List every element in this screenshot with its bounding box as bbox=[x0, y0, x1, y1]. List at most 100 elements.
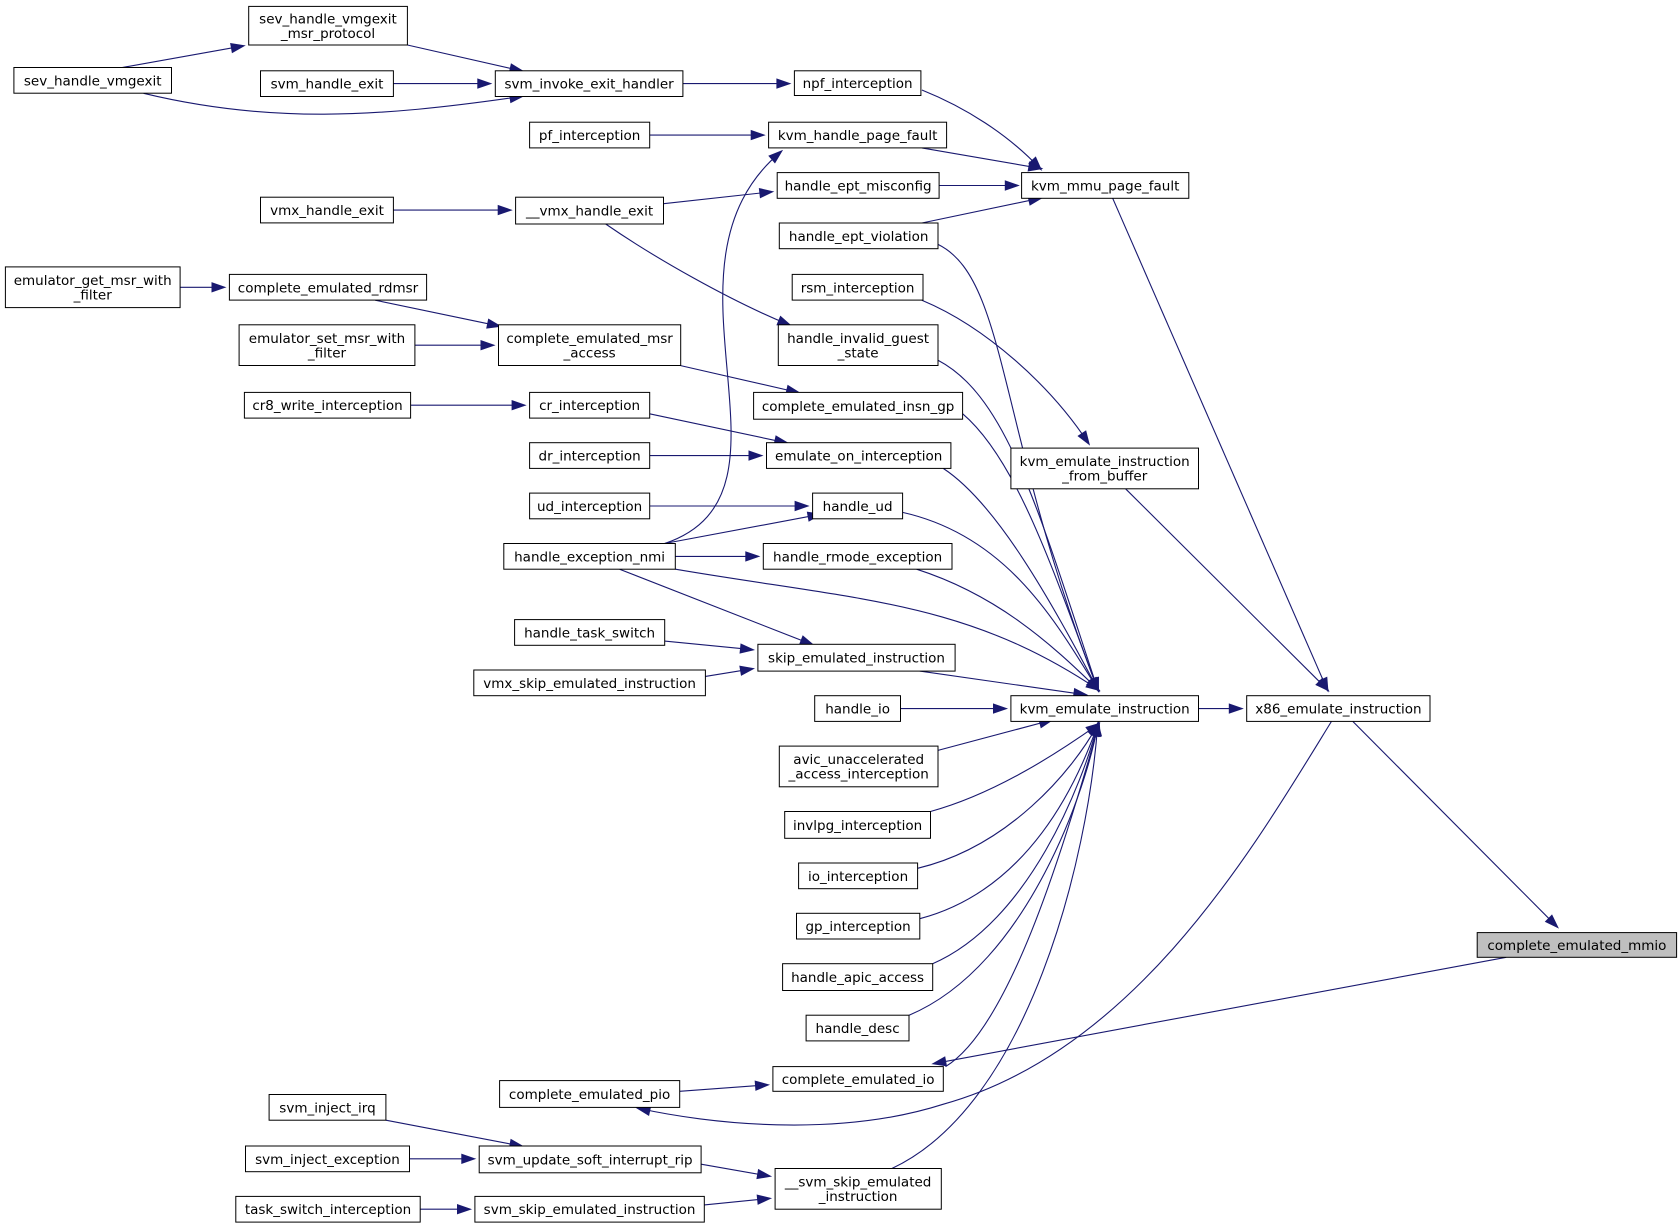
node-handle-ept-violation[interactable]: handle_ept_violation bbox=[778, 222, 939, 250]
node-task-switch-interception[interactable]: task_switch_interception bbox=[235, 1195, 421, 1223]
node-label: svm_update_soft_interrupt_rip bbox=[488, 1152, 693, 1168]
edge-task_switch_interception-to-svm_skip_emulated_instruction bbox=[420, 1203, 473, 1215]
node-kvm-emulate-instruction-from-buffer[interactable]: kvm_emulate_instruction_from_buffer bbox=[1010, 447, 1200, 490]
edge-complete_emulated_mmio-to-complete_emulated_io bbox=[931, 956, 1507, 1067]
node-complete-emulated-rdmsr[interactable]: complete_emulated_rdmsr bbox=[228, 273, 428, 301]
node-svm-invoke-exit-handler[interactable]: svm_invoke_exit_handler bbox=[494, 70, 684, 98]
arrowhead bbox=[477, 78, 493, 89]
node-label: npf_interception bbox=[803, 76, 913, 92]
node---vmx-handle-exit[interactable]: __vmx_handle_exit bbox=[515, 196, 664, 225]
edge-handle_ept_misconfig-to-kvm_mmu_page_fault bbox=[939, 180, 1020, 191]
node-label: svm_inject_exception bbox=[255, 1152, 400, 1168]
node-label: complete_emulated_rdmsr bbox=[238, 280, 419, 296]
node-label: _filter bbox=[307, 345, 347, 361]
node-kvm-handle-page-fault[interactable]: kvm_handle_page_fault bbox=[768, 121, 948, 149]
arrowhead bbox=[1091, 721, 1103, 737]
node-label: _access_interception bbox=[788, 767, 929, 783]
node-handle-task-switch[interactable]: handle_task_switch bbox=[514, 619, 666, 646]
edge-__vmx_handle_exit-to-handle_invalid_guest_state bbox=[605, 223, 793, 327]
arrowhead bbox=[1077, 430, 1091, 446]
node-vmx-skip-emulated-instruction[interactable]: vmx_skip_emulated_instruction bbox=[473, 669, 706, 697]
edge-handle_exception_nmi-to-handle_rmode_exception bbox=[675, 551, 761, 562]
arrowhead bbox=[1315, 677, 1330, 692]
node-cr-interception[interactable]: cr_interception bbox=[529, 391, 651, 419]
node-label: handle_desc bbox=[816, 1021, 900, 1037]
edge-x86_emulate_instruction-to-complete_emulated_mmio bbox=[1352, 721, 1559, 929]
node-pf-interception[interactable]: pf_interception bbox=[529, 121, 651, 149]
node-kvm-mmu-page-fault[interactable]: kvm_mmu_page_fault bbox=[1021, 172, 1190, 199]
node-label: emulate_on_interception bbox=[775, 449, 942, 465]
arrowhead bbox=[1085, 678, 1101, 692]
edge-complete_emulated_pio-to-complete_emulated_io bbox=[679, 1080, 771, 1092]
edge-skip_emulated_instruction-to-kvm_emulate_instruction bbox=[919, 670, 1089, 699]
edge-cr8_write_interception-to-cr_interception bbox=[410, 399, 527, 411]
node-avic-unaccelerated-access-interception[interactable]: avic_unaccelerated_access_interception bbox=[778, 745, 939, 788]
edge-emulate_on_interception-to-kvm_emulate_instruction bbox=[943, 468, 1100, 693]
node-label: io_interception bbox=[808, 869, 908, 885]
node-label: dr_interception bbox=[539, 449, 641, 465]
node-x86-emulate-instruction[interactable]: x86_emulate_instruction bbox=[1246, 695, 1431, 722]
node-handle-invalid-guest-state[interactable]: handle_invalid_guest_state bbox=[777, 324, 939, 366]
node-ud-interception[interactable]: ud_interception bbox=[529, 492, 651, 520]
edge-complete_emulated_rdmsr-to-complete_emulated_msr_access bbox=[375, 299, 503, 329]
node-emulator-get-msr-with-filter[interactable]: emulator_get_msr_with_filter bbox=[4, 266, 181, 309]
node-svm-handle-exit[interactable]: svm_handle_exit bbox=[260, 70, 394, 98]
node-complete-emulated-io[interactable]: complete_emulated_io bbox=[772, 1066, 944, 1092]
node-label: pf_interception bbox=[539, 128, 640, 144]
node-complete-emulated-mmio[interactable]: complete_emulated_mmio bbox=[1476, 932, 1678, 958]
node-sev-handle-vmgexit-msr-protocol[interactable]: sev_handle_vmgexit_msr_protocol bbox=[248, 5, 408, 46]
arrowhead bbox=[798, 635, 815, 646]
node-label: kvm_mmu_page_fault bbox=[1031, 179, 1179, 195]
node-cr8-write-interception[interactable]: cr8_write_interception bbox=[243, 391, 412, 419]
node-dr-interception[interactable]: dr_interception bbox=[529, 442, 651, 469]
node-svm-inject-irq[interactable]: svm_inject_irq bbox=[268, 1094, 387, 1121]
node-emulate-on-interception[interactable]: emulate_on_interception bbox=[766, 442, 952, 469]
node-skip-emulated-instruction[interactable]: skip_emulated_instruction bbox=[757, 643, 956, 672]
node-complete-emulated-insn-gp[interactable]: complete_emulated_insn_gp bbox=[753, 391, 964, 420]
node-complete-emulated-msr-access[interactable]: complete_emulated_msr_access bbox=[498, 324, 682, 366]
node-handle-ept-misconfig[interactable]: handle_ept_misconfig bbox=[776, 172, 940, 199]
node-kvm-emulate-instruction[interactable]: kvm_emulate_instruction bbox=[1010, 695, 1200, 722]
edge-handle_task_switch-to-skip_emulated_instruction bbox=[664, 640, 756, 654]
edges-layer bbox=[122, 42, 1559, 1215]
node-label: _access bbox=[562, 345, 615, 361]
node-svm-skip-emulated-instruction[interactable]: svm_skip_emulated_instruction bbox=[474, 1195, 705, 1223]
node-handle-exception-nmi[interactable]: handle_exception_nmi bbox=[503, 543, 676, 570]
node-npf-interception[interactable]: npf_interception bbox=[793, 70, 922, 97]
node-label: avic_unaccelerated bbox=[793, 752, 924, 768]
node-label: svm_handle_exit bbox=[271, 77, 384, 93]
edge-emulator_get_msr_with_filter-to-complete_emulated_rdmsr bbox=[180, 282, 227, 293]
node-handle-apic-access[interactable]: handle_apic_access bbox=[782, 963, 934, 992]
node-complete-emulated-pio[interactable]: complete_emulated_pio bbox=[499, 1080, 681, 1108]
node-label: complete_emulated_io bbox=[782, 1072, 935, 1088]
node-label: kvm_handle_page_fault bbox=[778, 128, 938, 144]
node-vmx-handle-exit[interactable]: vmx_handle_exit bbox=[260, 196, 394, 224]
node-svm-update-soft-interrupt-rip[interactable]: svm_update_soft_interrupt_rip bbox=[478, 1145, 702, 1174]
node-handle-rmode-exception[interactable]: handle_rmode_exception bbox=[762, 543, 953, 570]
node-rsm-interception[interactable]: rsm_interception bbox=[791, 273, 924, 301]
arrowhead bbox=[1544, 914, 1559, 929]
arrowhead bbox=[756, 1168, 773, 1180]
node-label: _from_buffer bbox=[1061, 469, 1148, 485]
arrowhead bbox=[754, 1080, 771, 1091]
node-invlpg-interception[interactable]: invlpg_interception bbox=[784, 811, 932, 839]
node-handle-io[interactable]: handle_io bbox=[814, 695, 902, 722]
arrowhead bbox=[931, 1056, 948, 1067]
node---svm-skip-emulated-instruction[interactable]: __svm_skip_emulated_instruction bbox=[774, 1168, 942, 1210]
node-io-interception[interactable]: io_interception bbox=[798, 862, 919, 890]
node-handle-desc[interactable]: handle_desc bbox=[805, 1014, 910, 1042]
edge-handle_exception_nmi-to-handle_ud bbox=[664, 511, 823, 545]
node-label: handle_rmode_exception bbox=[773, 549, 942, 565]
edge-complete_emulated_msr_access-to-complete_emulated_insn_gp bbox=[680, 365, 801, 395]
node-emulator-set-msr-with-filter[interactable]: emulator_set_msr_with_filter bbox=[238, 324, 416, 366]
nodes-layer: complete_emulated_mmio x86_emulate_instru… bbox=[4, 5, 1678, 1223]
node-label: handle_ept_violation bbox=[789, 229, 929, 245]
edge-kvm_handle_page_fault-to-kvm_mmu_page_fault bbox=[921, 147, 1044, 172]
edge-io_interception-to-kvm_emulate_instruction bbox=[917, 721, 1100, 869]
node-svm-inject-exception[interactable]: svm_inject_exception bbox=[245, 1145, 410, 1173]
arrowhead bbox=[739, 643, 756, 654]
node-gp-interception[interactable]: gp_interception bbox=[796, 912, 921, 940]
node-sev-handle-vmgexit[interactable]: sev_handle_vmgexit bbox=[13, 67, 173, 94]
node-handle-ud[interactable]: handle_ud bbox=[812, 492, 904, 520]
node-label: handle_invalid_guest bbox=[787, 331, 929, 347]
